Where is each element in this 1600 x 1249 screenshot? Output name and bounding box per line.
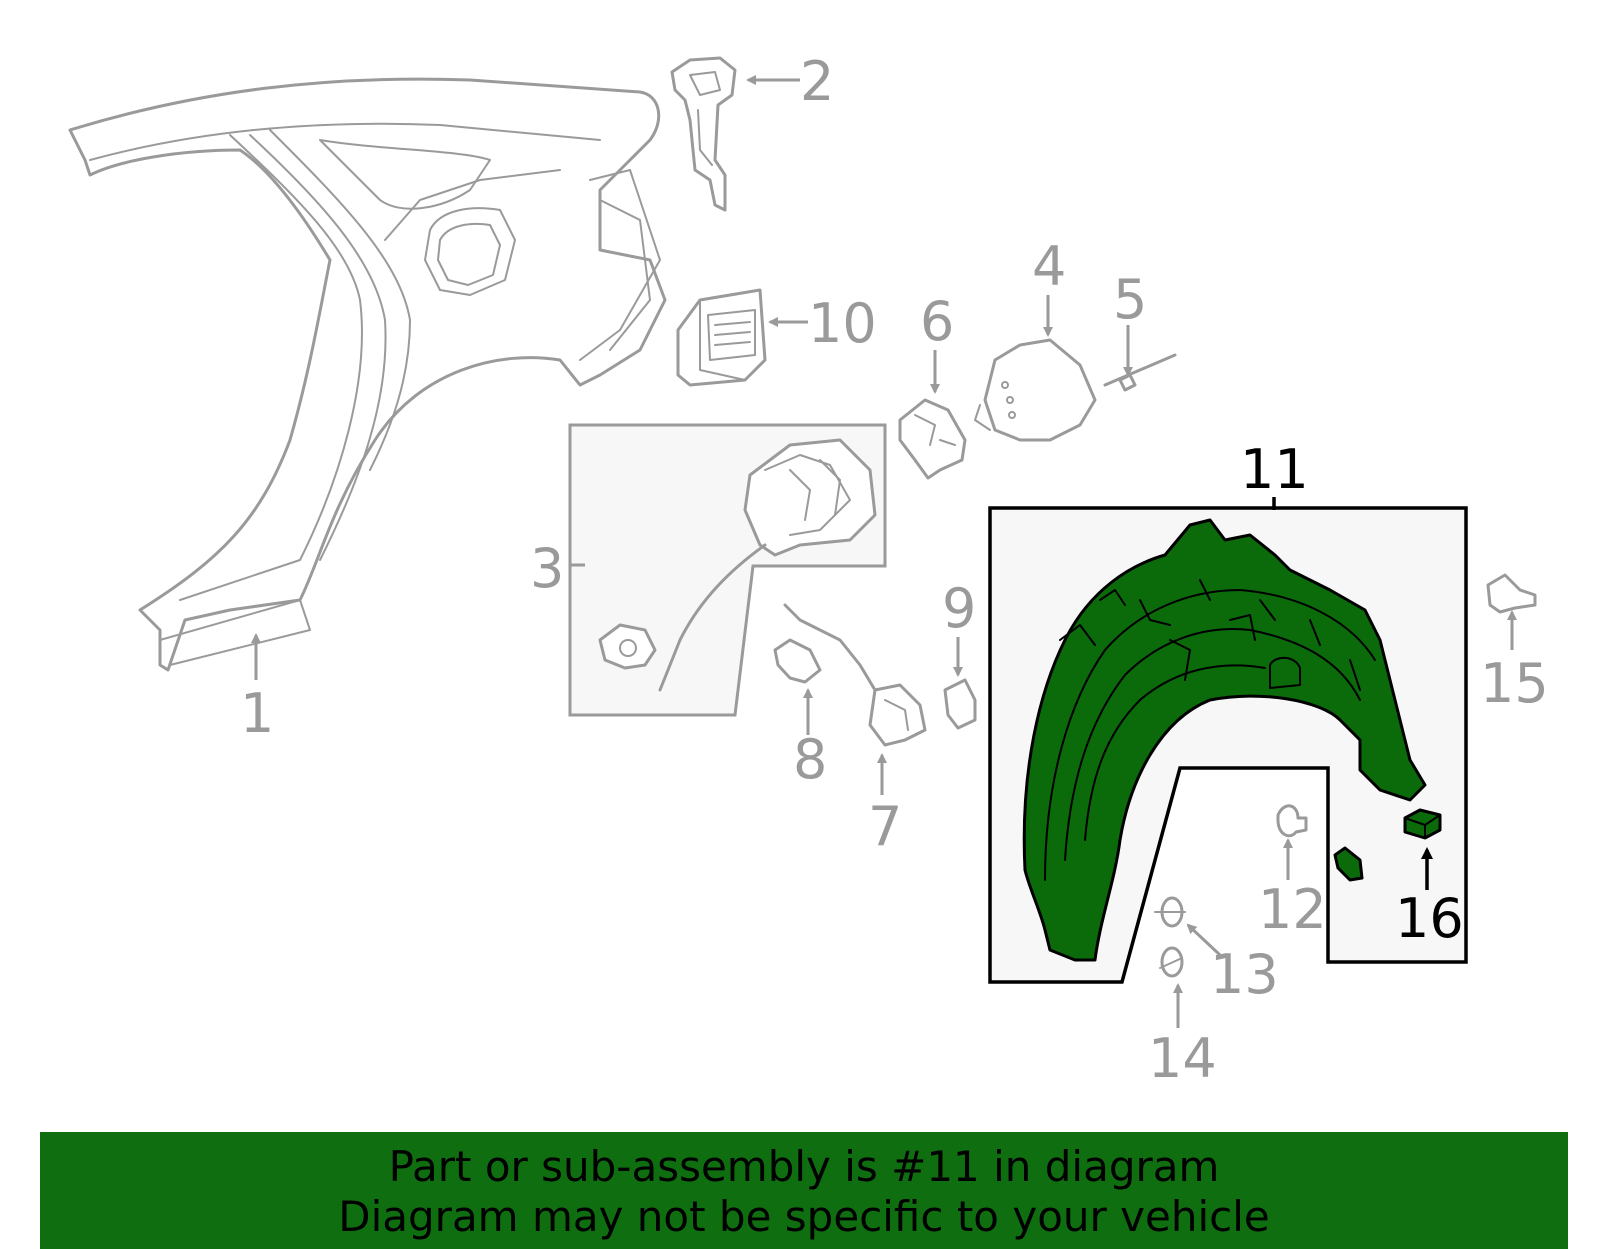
bracket-part	[670, 56, 737, 212]
callout-9: 9	[942, 577, 976, 640]
inner-fender-liner-part	[1022, 518, 1427, 962]
fuel-door-part	[974, 338, 1097, 442]
clip-part-8	[773, 638, 822, 684]
callout-14: 14	[1148, 1027, 1217, 1090]
callout-13: 13	[1210, 943, 1279, 1006]
callout-8: 8	[793, 728, 827, 791]
callout-5: 5	[1113, 268, 1147, 331]
module-box-part	[676, 288, 767, 387]
callout-15: 15	[1480, 652, 1549, 715]
fuel-filler-assembly-part	[568, 423, 887, 717]
push-pin-part-14	[1159, 946, 1184, 978]
cap-part-9	[943, 678, 977, 730]
push-pin-part-13	[1154, 896, 1186, 928]
push-pin-part-12	[1276, 804, 1308, 838]
callout-7: 7	[868, 795, 902, 858]
retainer-part-15	[1486, 573, 1537, 614]
pin-part	[1103, 353, 1177, 392]
info-banner: Part or sub-assembly is #11 in diagram D…	[40, 1132, 1568, 1249]
callout-11: 11	[1240, 438, 1309, 501]
callout-10: 10	[808, 292, 877, 355]
callout-16: 16	[1395, 887, 1464, 950]
callout-3: 3	[530, 537, 564, 600]
callout-4: 4	[1032, 235, 1066, 298]
quarter-panel-part	[68, 77, 667, 672]
callout-6: 6	[920, 290, 954, 353]
clip-part-16	[1403, 808, 1442, 840]
callout-12: 12	[1258, 878, 1327, 941]
callout-numbers: 1 2 3 4 5 6 7 8 9 10 11 12 13 14 15 16	[240, 50, 1549, 1090]
callout-2: 2	[800, 50, 834, 113]
clip-part-11-small	[1333, 846, 1364, 882]
banner-line-disclaimer: Diagram may not be specific to your vehi…	[338, 1192, 1270, 1241]
banner-line-part: Part or sub-assembly is #11 in diagram	[388, 1142, 1220, 1191]
leader-lines	[251, 75, 1517, 1028]
actuator-part	[783, 603, 927, 747]
callout-1: 1	[240, 682, 274, 745]
housing-part-6	[898, 398, 967, 480]
